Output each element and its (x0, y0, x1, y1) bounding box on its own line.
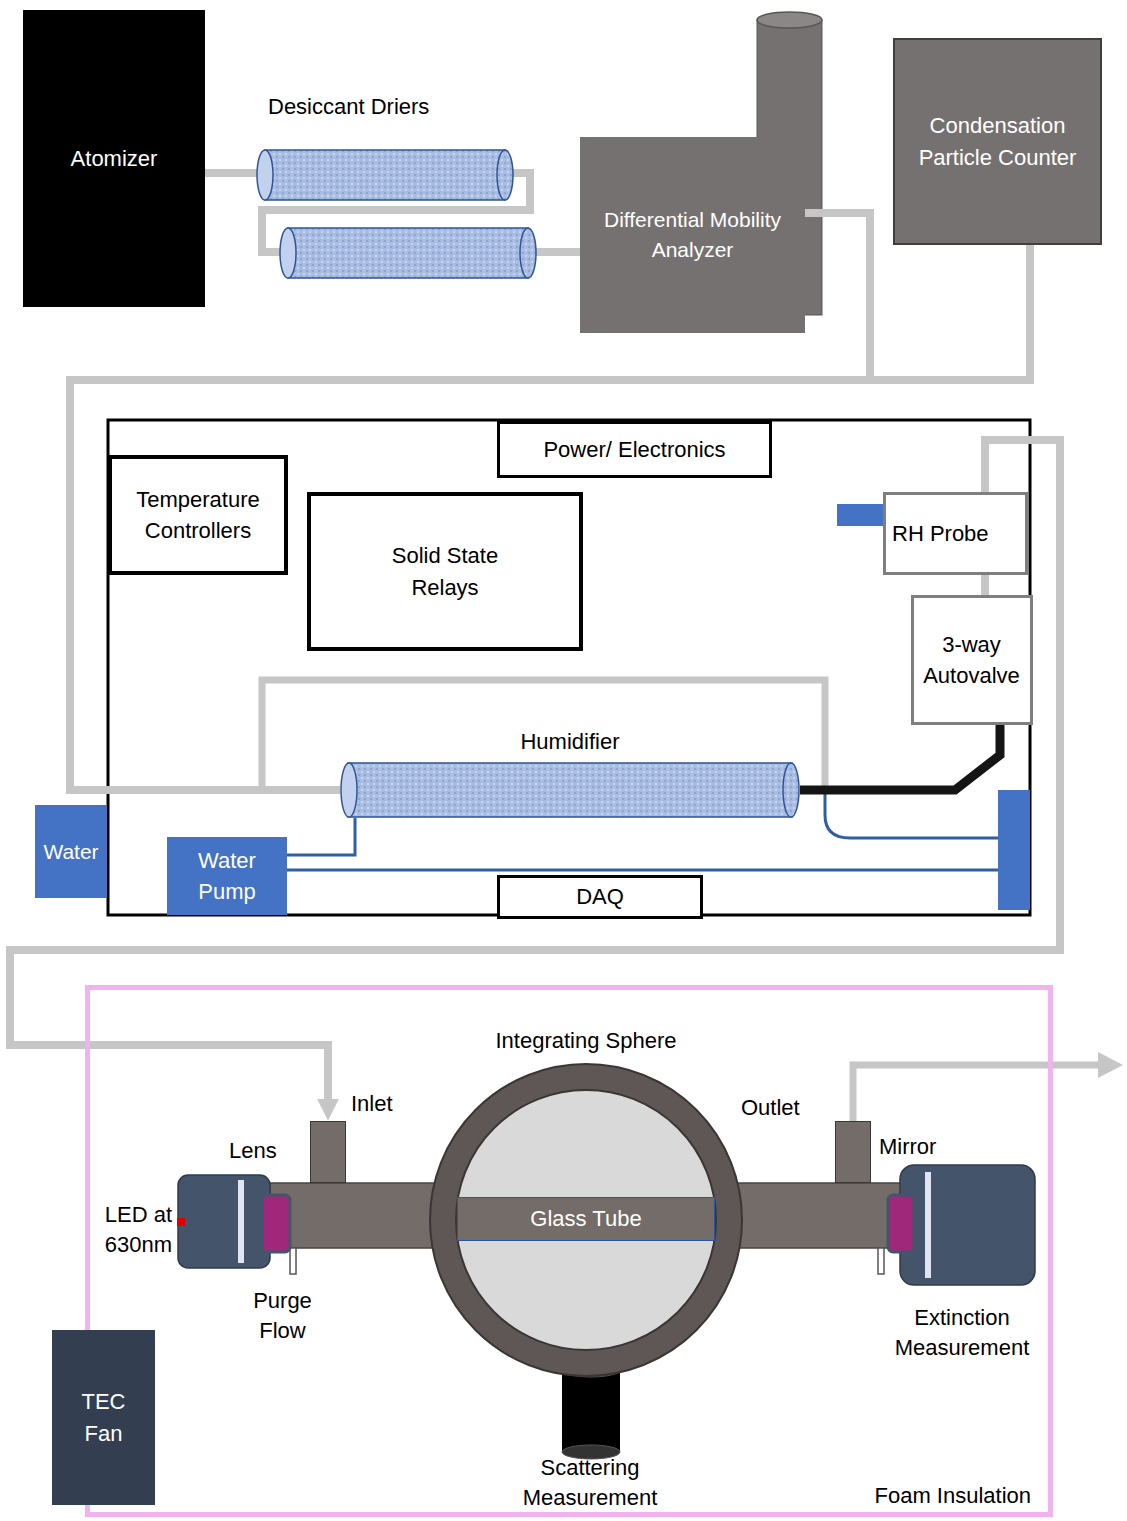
node-label: DAQ (576, 881, 624, 912)
controller-box: Temperature Controllers (108, 455, 288, 575)
tube-connector (287, 818, 355, 855)
probe-box: RH Probe (883, 492, 1028, 575)
tube-connector (70, 245, 1030, 790)
node-label: Outlet (741, 1092, 800, 1123)
node-label: Integrating Sphere (495, 1025, 676, 1056)
purge-port (290, 1248, 296, 1274)
insulation-region: Foam InsulationIntegrating SphereGlass T… (85, 985, 1053, 1517)
humidifier-tube: Humidifier (340, 762, 800, 818)
relay-box: Solid State Relays (307, 492, 583, 651)
valve-box: 3-way Autovalve (911, 595, 1033, 725)
water-line (825, 792, 998, 838)
outlet-arrowhead (1098, 1052, 1123, 1078)
atomizer-box: Atomizer (23, 10, 205, 307)
humidifier-end (341, 763, 357, 817)
analyzer-column-top (757, 12, 822, 28)
integrating-sphere: Integrating SphereGlass Tube (429, 1063, 743, 1377)
inlet-port: Inlet (310, 1121, 346, 1183)
node-label: Foam Insulation (874, 1480, 1031, 1511)
tube-connector (800, 725, 1000, 790)
pump-box: Water Pump (167, 837, 287, 915)
enclosure (108, 420, 1030, 915)
scattering-detector (562, 1370, 620, 1452)
humidifier-shape (340, 762, 800, 818)
water-reservoir (998, 790, 1030, 910)
node-label: RH Probe (892, 518, 989, 549)
part-label: Mirror (879, 1132, 936, 1162)
node-label: Temperature Controllers (118, 484, 278, 546)
drier-end (280, 228, 296, 278)
connectors (10, 173, 1060, 1101)
analyzer-box: Differential Mobility Analyzer (580, 137, 805, 333)
drier-end (520, 228, 536, 278)
part-label: Desiccant Driers (268, 92, 429, 122)
drier-end (257, 150, 273, 200)
node-label: Atomizer (71, 143, 158, 174)
node-label: Solid State Relays (375, 540, 515, 602)
daq-box: DAQ (497, 875, 703, 919)
node-label: Inlet (351, 1088, 393, 1119)
purge-port (878, 1248, 884, 1274)
detector-housing (900, 1165, 1035, 1285)
humidifier-end (783, 763, 799, 817)
node-label: Glass Tube (530, 1203, 641, 1234)
tube-connector (10, 440, 1060, 1101)
probe-tip (837, 504, 885, 526)
water-line (287, 869, 998, 872)
part-label: Extinction Measurement (882, 1303, 1042, 1362)
led-housing (178, 1175, 270, 1268)
sphere-shell (430, 1064, 742, 1376)
node-label: Water Pump (187, 845, 267, 907)
node-label: Humidifier (520, 726, 619, 757)
counter-box: Condensation Particle Counter (893, 38, 1102, 245)
water-box: Water (35, 805, 107, 898)
mirror-symbol (925, 1172, 931, 1278)
part-label: Scattering Measurement (510, 1453, 670, 1512)
sphere-cavity (456, 1090, 716, 1350)
fan-box: TEC Fan (52, 1330, 155, 1505)
node-label: Condensation Particle Counter (903, 110, 1093, 172)
drier-tube (288, 228, 528, 278)
node-label: Differential Mobility Analyzer (598, 205, 788, 265)
led-dot (177, 1218, 185, 1226)
drier-end (497, 150, 513, 200)
node-label: Power/ Electronics (543, 434, 725, 465)
tube-connector (981, 575, 989, 595)
part-label: Lens (229, 1136, 277, 1166)
outlet-port: Outlet (835, 1121, 871, 1183)
window (262, 1195, 290, 1252)
node-label: TEC Fan (74, 1386, 134, 1448)
outlet-tube (853, 1065, 1102, 1121)
window (888, 1195, 914, 1252)
electronics-box: Power/ Electronics (497, 421, 772, 478)
drier-tube (265, 150, 505, 200)
humidifier-body (348, 763, 792, 817)
part-label: LED at 630nm (90, 1200, 172, 1259)
part-label: Purge Flow (240, 1286, 325, 1345)
node-label: Water (43, 837, 98, 867)
glass-tube: Glass Tube (457, 1197, 715, 1241)
node-label: 3-way Autovalve (917, 629, 1027, 691)
lens-symbol (238, 1180, 244, 1263)
